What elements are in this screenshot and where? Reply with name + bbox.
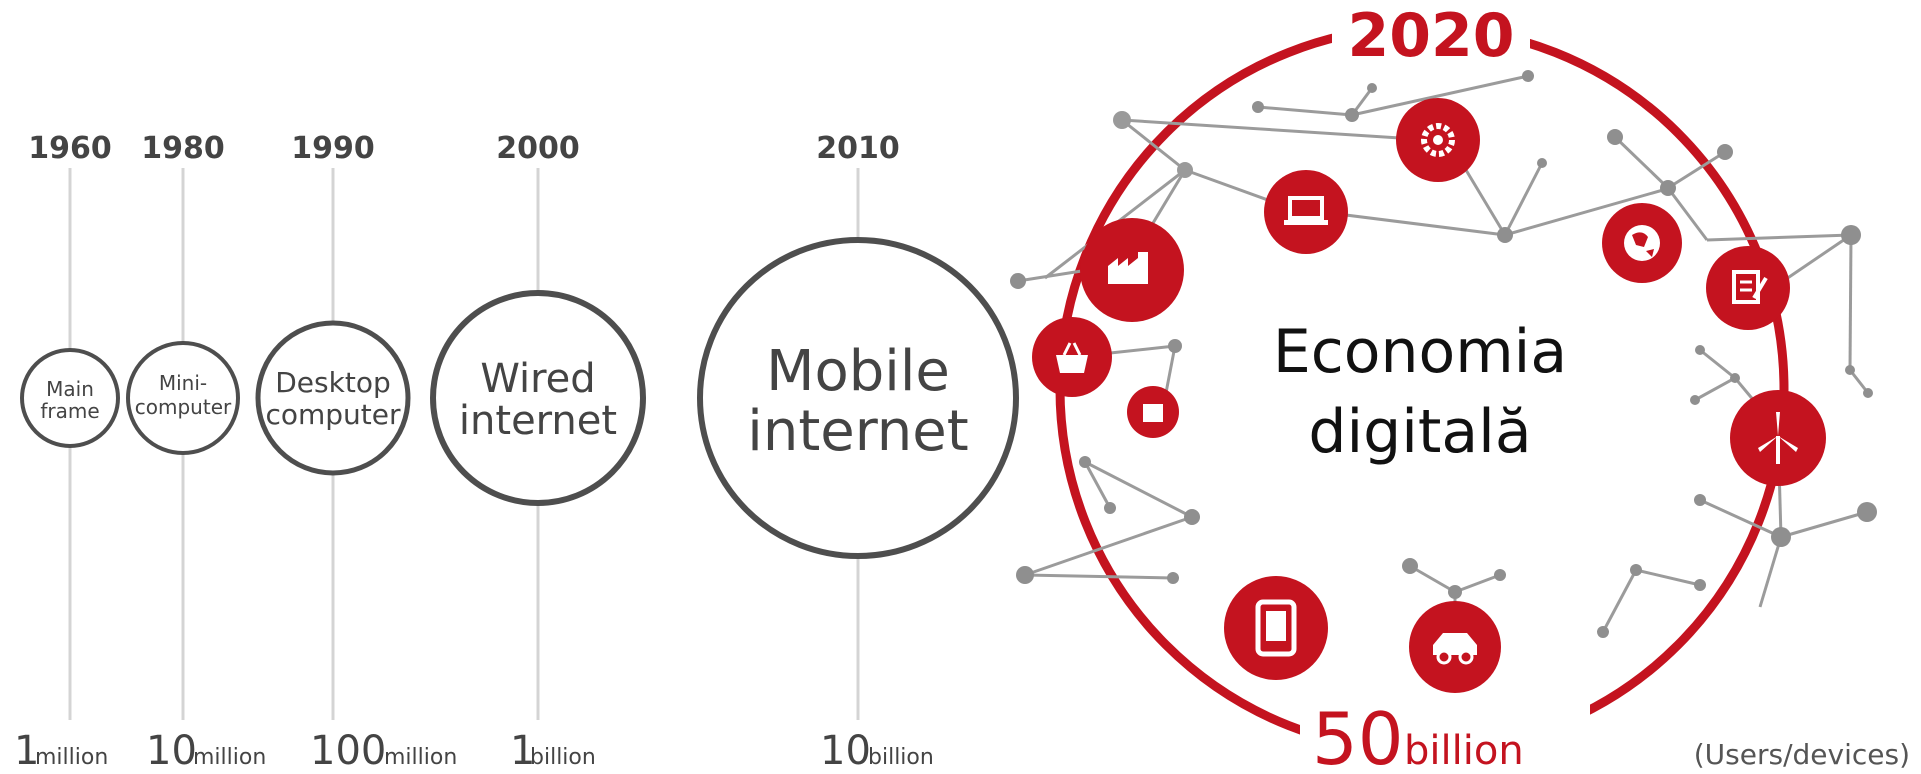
count-2010: 10 billion (820, 728, 934, 774)
mainframe-label-line1: Main (46, 377, 94, 401)
car-icon (1409, 601, 1501, 693)
future-title-line1: Economia (1273, 317, 1567, 387)
count-unit-2000: billion (530, 745, 596, 770)
desktop-label-line1: Desktop (275, 366, 390, 399)
future-title-line2: digitală (1308, 397, 1531, 467)
factory-icon (1080, 218, 1184, 322)
future-count-number: 50 (1312, 697, 1404, 770)
future-year-label: 2020 (1348, 1, 1515, 71)
network-graph (1010, 70, 1877, 638)
mobile-label-line1: Mobile (766, 339, 950, 404)
laptop-icon (1264, 170, 1348, 254)
bubble-desktop-computer (255, 320, 411, 476)
desktop-label-line2: computer (265, 398, 401, 431)
count-1960: 1 million (14, 728, 108, 774)
count-number-1960: 1 (14, 728, 39, 770)
tablet-icon (1224, 576, 1328, 680)
future-year-backdrop (1332, 2, 1530, 62)
count-number-2000: 1 (510, 728, 535, 770)
year-label-1990: 1990 (291, 131, 375, 166)
bubble-minicomputer (126, 341, 240, 455)
year-label-2010: 2010 (816, 131, 900, 166)
count-1990: 100 million (310, 728, 457, 774)
shopping-basket-icon (1032, 317, 1112, 397)
count-number-1980: 10 (146, 728, 197, 770)
bubble-mobile-internet (697, 237, 1019, 559)
future-count-backdrop (1300, 700, 1590, 770)
document-icon (1706, 246, 1790, 330)
users-devices-note: (Users/devices) (1694, 738, 1910, 770)
building-icon (1127, 386, 1179, 438)
gear-icon (1396, 98, 1480, 182)
count-1980: 10 million (146, 728, 266, 774)
mainframe-label-line2: frame (40, 399, 99, 423)
year-labels: 1960 1980 1990 2000 2010 (28, 131, 900, 166)
minicomputer-label-line2: computer (135, 395, 232, 419)
count-number-2010: 10 (820, 728, 871, 770)
bubble-wired-internet (430, 290, 646, 506)
globe-icon (1602, 203, 1682, 283)
wind-turbine-icon (1730, 390, 1826, 486)
wired-label-line2: internet (459, 398, 617, 444)
year-label-1980: 1980 (141, 131, 225, 166)
wired-label-line1: Wired (480, 356, 595, 402)
count-unit-1960: million (35, 745, 108, 770)
count-unit-1990: million (384, 745, 457, 770)
future-count-unit: billion (1404, 728, 1524, 770)
mobile-label-line2: internet (747, 399, 968, 464)
minicomputer-label-line1: Mini- (159, 371, 207, 395)
year-label-2000: 2000 (496, 131, 580, 166)
year-label-1960: 1960 (28, 131, 112, 166)
count-2000: 1 billion (510, 728, 596, 774)
bubble-mainframe (20, 348, 120, 448)
count-number-1990: 100 (310, 728, 386, 770)
count-unit-1980: million (193, 745, 266, 770)
count-unit-2010: billion (868, 745, 934, 770)
